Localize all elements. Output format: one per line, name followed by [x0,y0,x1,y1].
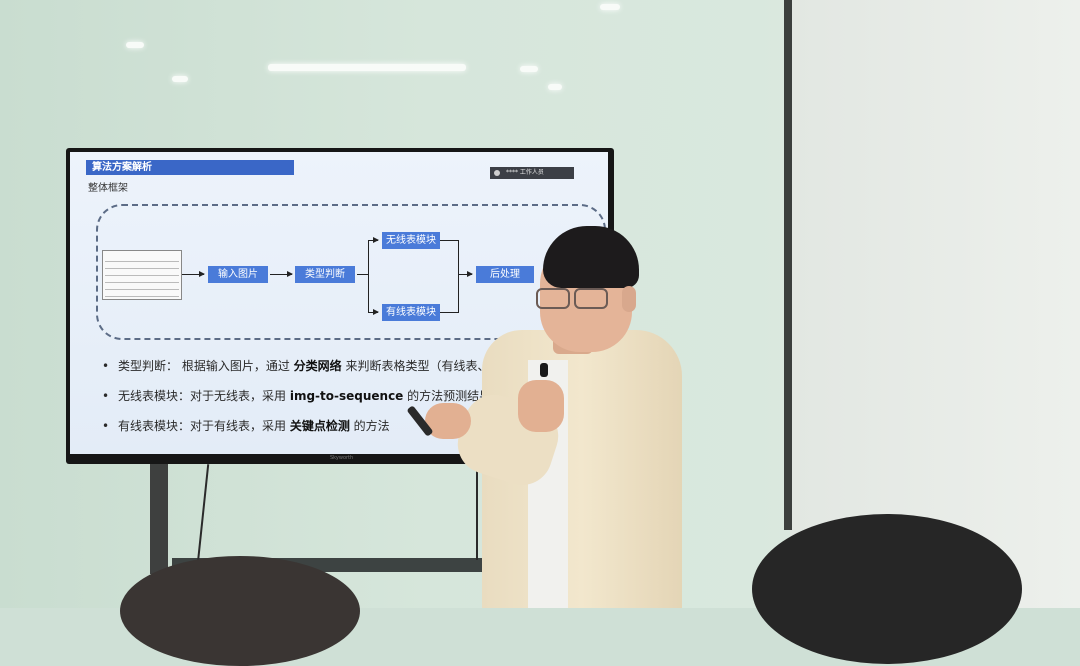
audience-head [752,514,1022,664]
flow-arrow [368,237,379,243]
audience-head [120,556,360,666]
flow-box-wireless: 无线表模块 [382,232,440,249]
flow-line [357,274,369,275]
bullet-item: 无线表模块：对于无线表，采用 img-to-sequence 的方法预测结果 [102,386,608,416]
flow-arrow [270,271,293,277]
flow-arrow [182,271,205,277]
slide-subtitle: 整体框架 [88,183,128,194]
slide-bullet-list: 类型判断： 根据输入图片，通过 分类网络 来判断表格类型（有线表、无 无线表模块… [102,356,608,446]
flow-line [458,240,459,313]
bullet-item: 有线表模块：对于有线表，采用 关键点检测 的方法 [102,416,608,446]
glasses-icon [532,288,612,309]
ceiling-light [548,84,562,90]
flow-box-postprocess: 后处理 [476,266,534,283]
tv-brand-logo: Skyworth [330,455,354,461]
cable [476,464,478,560]
presenter-hair [543,226,639,288]
flow-line [368,240,369,312]
ceiling-light [520,66,538,72]
microphone-icon [540,363,548,377]
ceiling-light [126,42,144,48]
presenter-ear [622,286,636,312]
sample-table-image [102,250,182,300]
flow-arrow [368,309,379,315]
flow-arrow [458,271,473,277]
flow-box-wired: 有线表模块 [382,304,440,321]
speaker-badge-label: **** 工作人员 [506,169,544,176]
ceiling-light [268,64,466,71]
tv-stand-leg [150,464,168,574]
flow-line [440,240,458,241]
user-icon [494,170,500,176]
right-wall [790,0,1080,608]
slide-title: 算法方案解析 [86,160,294,175]
presenter-hand [518,380,564,432]
tv-monitor: 算法方案解析 整体框架 **** 工作人员 输入图片 类型判断 无线表模块 有线… [66,148,614,464]
ceiling-light [600,4,620,10]
flow-box-classify: 类型判断 [295,266,355,283]
presenter-hand [425,403,471,439]
bullet-item: 类型判断： 根据输入图片，通过 分类网络 来判断表格类型（有线表、无 [102,356,608,386]
ceiling-light [172,76,188,82]
flow-line [440,312,458,313]
speaker-badge: **** 工作人员 [490,167,574,179]
flow-box-input: 输入图片 [208,266,268,283]
window-frame [784,0,792,530]
